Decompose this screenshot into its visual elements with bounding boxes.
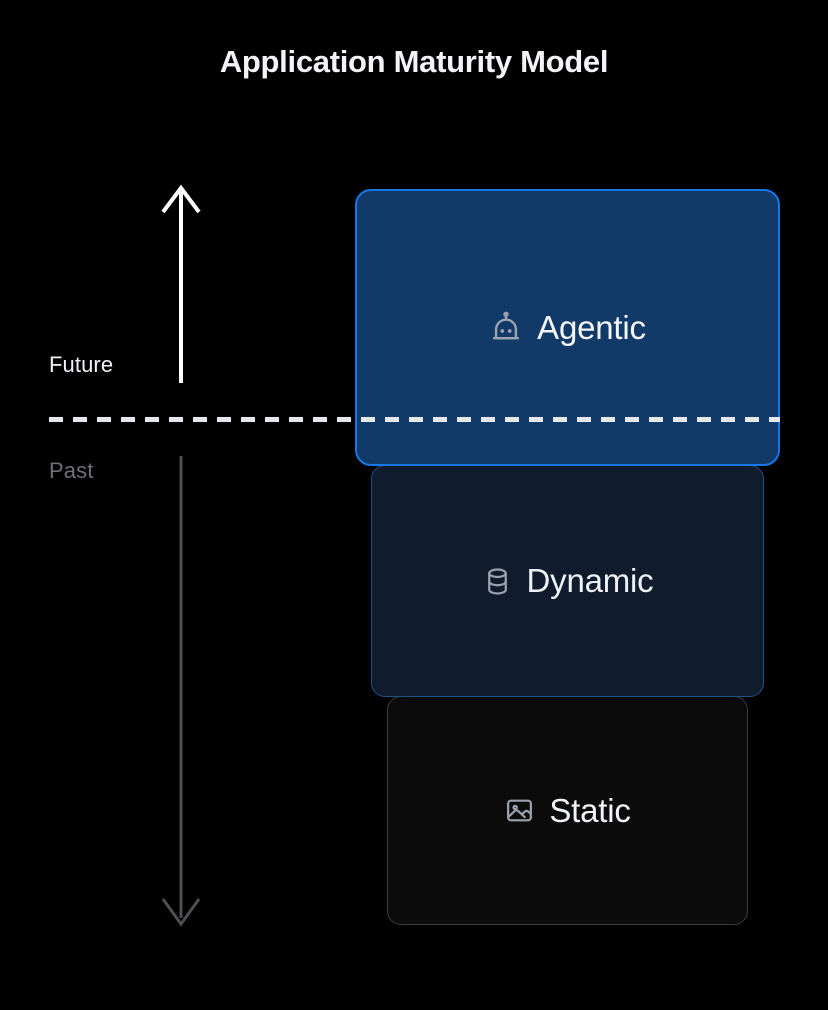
robot-icon bbox=[493, 311, 520, 339]
tier-agentic[interactable]: Agentic bbox=[355, 189, 780, 466]
arrow-down-icon bbox=[161, 456, 201, 927]
tier-static-label: Static bbox=[549, 791, 631, 829]
database-icon bbox=[487, 567, 507, 595]
tier-static[interactable]: Static bbox=[387, 696, 748, 925]
tier-agentic-label: Agentic bbox=[537, 308, 646, 346]
past-future-dashed-divider bbox=[49, 417, 780, 422]
page-title: Application Maturity Model bbox=[219, 44, 609, 79]
tier-dynamic-label: Dynamic bbox=[526, 562, 654, 599]
timeline-label-future: Future bbox=[49, 352, 114, 377]
timeline-label-past: Past bbox=[49, 458, 94, 483]
arrow-up-icon bbox=[161, 184, 201, 383]
image-icon bbox=[507, 799, 533, 822]
tier-dynamic[interactable]: Dynamic bbox=[371, 465, 764, 697]
